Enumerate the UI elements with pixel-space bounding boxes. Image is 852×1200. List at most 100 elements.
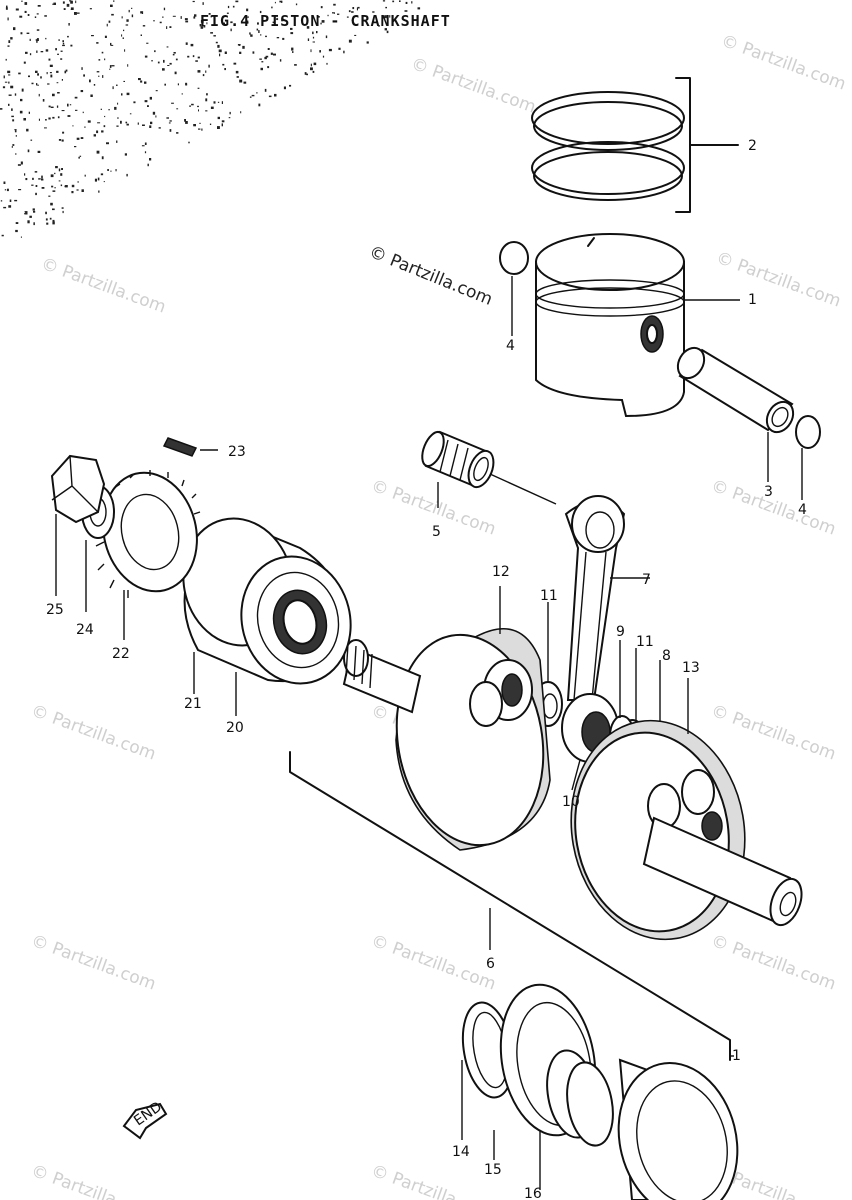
noise-speck: [205, 70, 207, 73]
noise-speck: [7, 188, 9, 192]
noise-speck: [260, 34, 262, 36]
noise-speck: [57, 53, 59, 55]
watermark-text: © Partzilla.com: [368, 1161, 498, 1200]
noise-speck: [199, 122, 201, 124]
noise-speck: [149, 96, 152, 100]
noise-speck: [26, 128, 29, 132]
callout-12[interactable]: 12: [492, 564, 510, 580]
crankshaft-right-shaft[interactable]: [642, 816, 807, 929]
crankshaft-left-shaft[interactable]: [342, 639, 422, 714]
noise-speck: [54, 187, 56, 189]
callout-22[interactable]: 22: [112, 646, 130, 662]
main-bearing-right-assembly[interactable]: [456, 977, 753, 1200]
noise-speck: [228, 117, 231, 119]
noise-speck: [126, 19, 129, 22]
callout-14[interactable]: 14: [452, 1144, 470, 1160]
callout-1[interactable]: 1: [748, 292, 757, 308]
noise-speck: [243, 81, 247, 84]
noise-speck: [52, 219, 55, 223]
callout-10[interactable]: 10: [562, 794, 580, 810]
piston-rings[interactable]: [531, 91, 685, 201]
noise-speck: [61, 110, 65, 112]
noise-speck: [106, 23, 108, 27]
callout-11[interactable]: 11: [636, 634, 654, 650]
callout-9[interactable]: 9: [616, 624, 625, 640]
primary-gear[interactable]: [91, 463, 209, 640]
callout-4[interactable]: 4: [798, 502, 807, 518]
noise-speck: [58, 39, 60, 41]
callout-25[interactable]: 25: [46, 602, 64, 618]
main-bearing-left[interactable]: [170, 507, 364, 716]
end-direction-arrow: END: [122, 1099, 168, 1140]
noise-speck: [310, 63, 312, 67]
noise-speck: [210, 32, 213, 34]
crankshaft-nut[interactable]: [50, 454, 106, 596]
woodruff-key[interactable]: [162, 437, 218, 457]
noise-speck: [333, 12, 335, 14]
callout-16[interactable]: 16: [524, 1186, 542, 1200]
crank-web-left[interactable]: [381, 586, 560, 857]
noise-speck: [239, 79, 243, 83]
callout-1[interactable]: 1: [732, 1048, 741, 1064]
noise-speck: [295, 3, 298, 6]
noise-speck: [199, 24, 202, 27]
needle-bearing[interactable]: [418, 429, 557, 508]
noise-speck: [149, 158, 152, 161]
callout-4[interactable]: 4: [506, 338, 515, 354]
piston[interactable]: [535, 233, 740, 418]
callout-21[interactable]: 21: [184, 696, 202, 712]
noise-speck: [372, 11, 375, 13]
noise-speck: [137, 122, 139, 125]
noise-speck: [327, 14, 329, 17]
noise-speck: [1, 234, 4, 237]
watermark-text: © Partzilla.com: [28, 931, 158, 995]
piston-pin[interactable]: [673, 343, 799, 482]
noise-speck: [94, 178, 97, 182]
noise-speck: [252, 51, 255, 54]
callout-6[interactable]: 6: [486, 956, 495, 972]
callout-3[interactable]: 3: [764, 484, 773, 500]
noise-speck: [338, 47, 341, 50]
callout-11[interactable]: 11: [540, 588, 558, 604]
piston-pin-clip-right[interactable]: [795, 415, 821, 500]
noise-speck: [27, 14, 30, 16]
noise-speck: [131, 14, 134, 18]
noise-speck: [71, 184, 75, 188]
noise-speck: [52, 208, 55, 211]
noise-speck: [123, 80, 125, 82]
noise-speck: [273, 53, 276, 56]
noise-speck: [111, 65, 115, 67]
callout-15[interactable]: 15: [484, 1162, 502, 1178]
noise-speck: [6, 5, 8, 8]
callout-24[interactable]: 24: [76, 622, 94, 638]
piston-pin-clip-left[interactable]: [499, 241, 529, 336]
callout-13[interactable]: 13: [682, 660, 700, 676]
noise-speck: [208, 64, 210, 68]
callout-5[interactable]: 5: [432, 524, 441, 540]
noise-speck: [328, 48, 332, 52]
connecting-rod[interactable]: [561, 495, 650, 763]
noise-speck: [46, 222, 49, 225]
noise-speck: [312, 31, 314, 35]
noise-speck: [417, 7, 421, 10]
watermark-text: © Partzilla.com: [718, 31, 848, 95]
noise-speck: [55, 48, 57, 51]
noise-speck: [35, 192, 37, 196]
callout-20[interactable]: 20: [226, 720, 244, 736]
noise-speck: [7, 45, 10, 47]
noise-speck: [58, 168, 61, 172]
noise-speck: [33, 210, 36, 213]
callout-2[interactable]: 2: [748, 138, 757, 154]
noise-speck: [206, 22, 208, 25]
noise-speck: [111, 13, 114, 16]
noise-speck: [166, 117, 169, 119]
noise-speck: [108, 20, 111, 23]
callout-23[interactable]: 23: [228, 444, 246, 460]
noise-speck: [140, 11, 142, 14]
noise-speck: [101, 51, 104, 54]
callout-8[interactable]: 8: [662, 648, 671, 664]
noise-speck: [312, 70, 315, 73]
noise-speck: [64, 70, 67, 74]
noise-speck: [62, 42, 65, 45]
callout-7[interactable]: 7: [642, 572, 651, 588]
